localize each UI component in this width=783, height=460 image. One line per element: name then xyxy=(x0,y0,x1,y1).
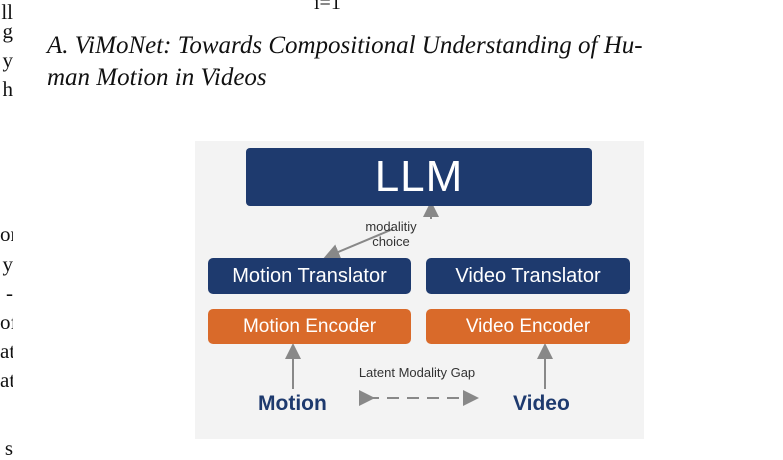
modality-choice-label: modalitiy choice xyxy=(351,219,431,249)
left-column-fragment: g xyxy=(2,19,14,43)
architecture-figure: LLM modalitiy choice Motion Translator V… xyxy=(195,141,644,439)
video-encoder-block: Video Encoder xyxy=(426,309,630,344)
motion-translator-block: Motion Translator xyxy=(208,258,411,294)
arrow-choice-to-motion-translator xyxy=(323,228,394,260)
latent-modality-gap-label: Latent Modality Gap xyxy=(358,365,476,380)
left-column-fragment: of xyxy=(0,310,13,334)
left-column-fragment: y xyxy=(2,252,14,276)
section-title: A. ViMoNet: Towards Compositional Unders… xyxy=(47,30,783,94)
choice-label-line-2: choice xyxy=(372,234,410,249)
left-column-fragment: - xyxy=(6,281,13,305)
left-column-fragment: at xyxy=(0,368,13,392)
llm-block: LLM xyxy=(246,148,592,206)
section-title-line-2: man Motion in Videos xyxy=(47,64,267,91)
left-column-fragment: h xyxy=(2,77,14,101)
left-column-fragment: at xyxy=(0,339,13,363)
left-column-fragment: ll xyxy=(1,0,13,24)
section-title-line-1: A. ViMoNet: Towards Compositional Unders… xyxy=(47,32,643,59)
left-column-fragment: or xyxy=(0,222,13,246)
left-column-fragment: y xyxy=(2,48,14,72)
motion-label: Motion xyxy=(258,392,327,415)
motion-encoder-block: Motion Encoder xyxy=(208,309,411,344)
choice-label-line-1: modalitiy xyxy=(365,219,417,234)
video-label: Video xyxy=(513,392,570,415)
left-column-fragment: s xyxy=(4,436,13,460)
video-translator-block: Video Translator xyxy=(426,258,630,294)
formula-index: i=1 xyxy=(314,0,341,14)
figure-arrows xyxy=(285,201,553,406)
